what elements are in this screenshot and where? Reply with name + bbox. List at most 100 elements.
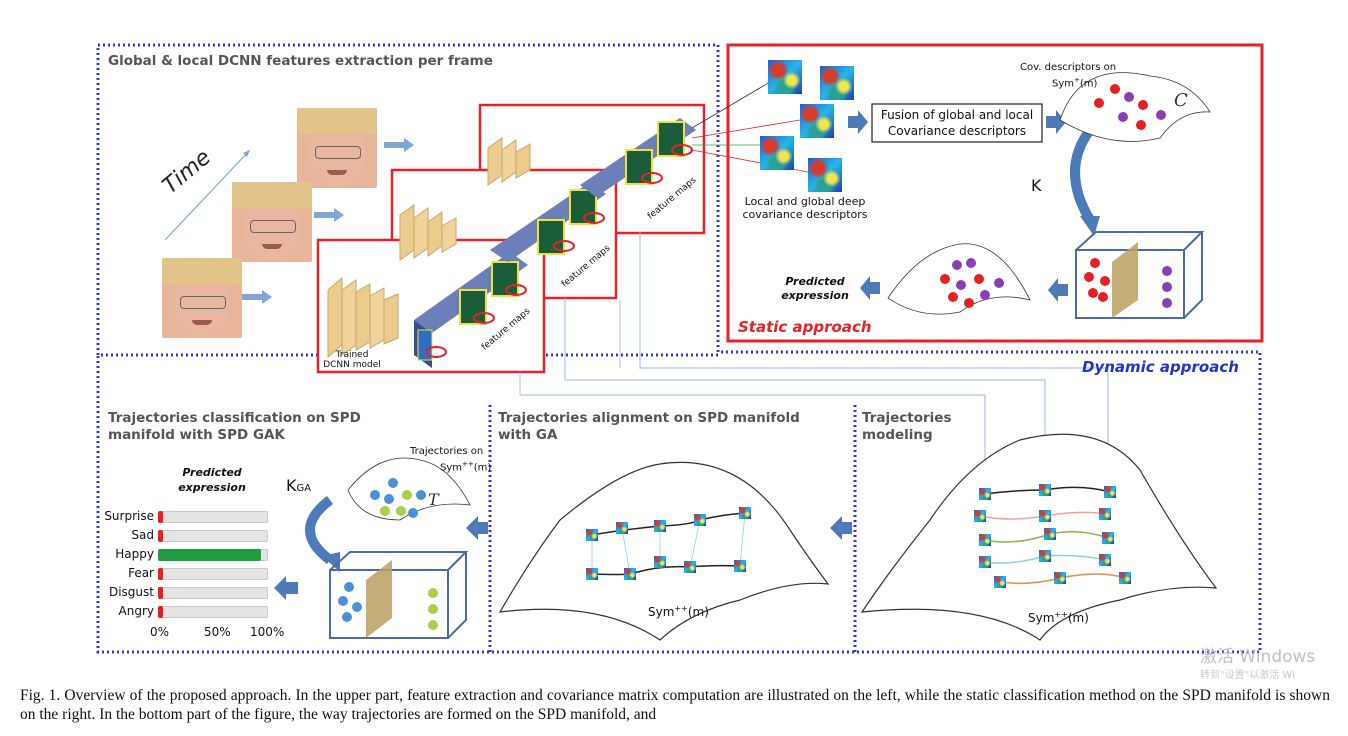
- predicted-dynamic-2: expression: [178, 481, 246, 494]
- arrow-to-chart: [274, 576, 298, 600]
- local-global-line-1: Local and global deep: [744, 195, 866, 208]
- k-curved-arrow: [1070, 127, 1095, 223]
- k-label: K: [1031, 176, 1042, 195]
- blue-point: [384, 494, 394, 504]
- spd-thumb: [1104, 486, 1116, 498]
- purple-point: [980, 290, 990, 300]
- sym-arg: (m): [1079, 78, 1098, 90]
- purple-point: [1124, 92, 1134, 102]
- blue-point: [416, 490, 426, 500]
- spd-thumb: [1039, 550, 1051, 562]
- red-point: [974, 274, 984, 284]
- predicted-static-1: Predicted: [785, 275, 845, 288]
- expression-bar-track: [158, 587, 268, 599]
- red-point: [1090, 258, 1100, 268]
- green-point: [396, 506, 406, 516]
- kga-label: KGA: [286, 476, 311, 495]
- kga-sub: GA: [296, 483, 312, 494]
- red-point: [1088, 288, 1098, 298]
- sym-sup: ++: [1054, 610, 1068, 619]
- sym-text: Sym: [1052, 78, 1075, 90]
- spd-thumb: [734, 560, 746, 572]
- blue-point: [338, 596, 348, 606]
- alignment-manifold: [498, 461, 830, 641]
- time-arrow: [164, 149, 251, 241]
- expression-bar-fill: [158, 530, 163, 542]
- local-global-line-2: covariance descriptors: [742, 208, 868, 221]
- red-point: [1110, 84, 1120, 94]
- spd-thumb: [624, 568, 636, 580]
- axis-tick-label: 100%: [250, 625, 285, 639]
- face-frame-3: [297, 108, 377, 188]
- blue-point: [408, 508, 418, 518]
- modeling-title-1: Trajectories: [862, 410, 952, 426]
- alignment-title-2: with GA: [498, 427, 558, 443]
- blue-point: [370, 490, 380, 500]
- expression-label: Angry: [118, 604, 154, 618]
- alignment-title-1: Trajectories alignment on SPD manifold: [498, 410, 800, 426]
- spd-thumb: [684, 561, 696, 573]
- sym-text: Sym: [440, 462, 463, 474]
- activation-watermark: 激活 Windows: [1200, 647, 1316, 667]
- red-point: [1094, 98, 1104, 108]
- figure-caption: Fig. 1. Overview of the proposed approac…: [20, 687, 1330, 723]
- sym-arg: (m): [473, 462, 492, 474]
- sym-arg: (m): [1067, 611, 1089, 625]
- expression-bar-fill: [158, 549, 261, 561]
- svm-box-dynamic: [329, 551, 469, 639]
- dcnn-layers-1: [327, 252, 528, 368]
- face-frame-1: [162, 258, 242, 338]
- expression-bar-fill: [158, 511, 163, 523]
- arrow-align-to-class: [466, 516, 488, 540]
- sym-arg: (m): [687, 605, 709, 619]
- blue-point: [352, 602, 362, 612]
- blue-point: [344, 582, 354, 592]
- expression-bar-fill: [158, 568, 163, 580]
- purple-point: [1156, 110, 1166, 120]
- face-arrows: [242, 138, 414, 304]
- global-local-title: Global & local DCNN features extraction …: [108, 53, 493, 69]
- red-point: [940, 274, 950, 284]
- spd-thumb: [979, 534, 991, 546]
- classification-title-2: manifold with SPD GAK: [108, 427, 285, 443]
- svm-box-static: [1075, 231, 1205, 319]
- predicted-manifold: [887, 243, 1031, 315]
- heatmap-5: [808, 158, 842, 192]
- spd-thumb: [1099, 508, 1111, 520]
- diagram-canvas: [96, 43, 1264, 654]
- spd-thumb: [974, 510, 986, 522]
- hyperplane-dynamic: [366, 560, 392, 638]
- red-point: [948, 292, 958, 302]
- blue-point: [342, 612, 352, 622]
- spd-thumb: [1054, 572, 1066, 584]
- kga-curved-arrow: [305, 496, 334, 564]
- red-point: [1138, 100, 1148, 110]
- hyperplane-static: [1112, 242, 1138, 318]
- green-point: [428, 620, 438, 630]
- red-point: [1136, 120, 1146, 130]
- trajectories-on-label: Trajectories on: [410, 446, 484, 457]
- green-point: [380, 506, 390, 516]
- fusion-line-1: Fusion of global and local: [880, 108, 1034, 122]
- green-point: [402, 490, 412, 500]
- blue-point: [388, 478, 398, 488]
- spd-thumb: [994, 576, 1006, 588]
- expression-bar-fill: [158, 606, 163, 618]
- dcnn-layers-2: [399, 182, 606, 262]
- spd-thumb: [586, 529, 598, 541]
- sym-pp-model: Sym++(m): [1028, 610, 1089, 625]
- purple-point: [1162, 266, 1172, 276]
- purple-point: [952, 260, 962, 270]
- fusion-box: [871, 103, 1043, 143]
- static-approach-box: [726, 43, 1264, 343]
- spd-thumb: [1119, 572, 1131, 584]
- sym-text: Sym: [1028, 611, 1055, 625]
- expression-bar-fill: [158, 587, 163, 599]
- spd-thumb: [654, 556, 666, 568]
- purple-point: [1118, 112, 1128, 122]
- axis-tick-label: 0%: [150, 625, 170, 639]
- predicted-dynamic-1: Predicted: [182, 466, 242, 479]
- heatmap-2: [820, 66, 854, 100]
- green-point: [428, 604, 438, 614]
- heatmap-3: [800, 104, 834, 138]
